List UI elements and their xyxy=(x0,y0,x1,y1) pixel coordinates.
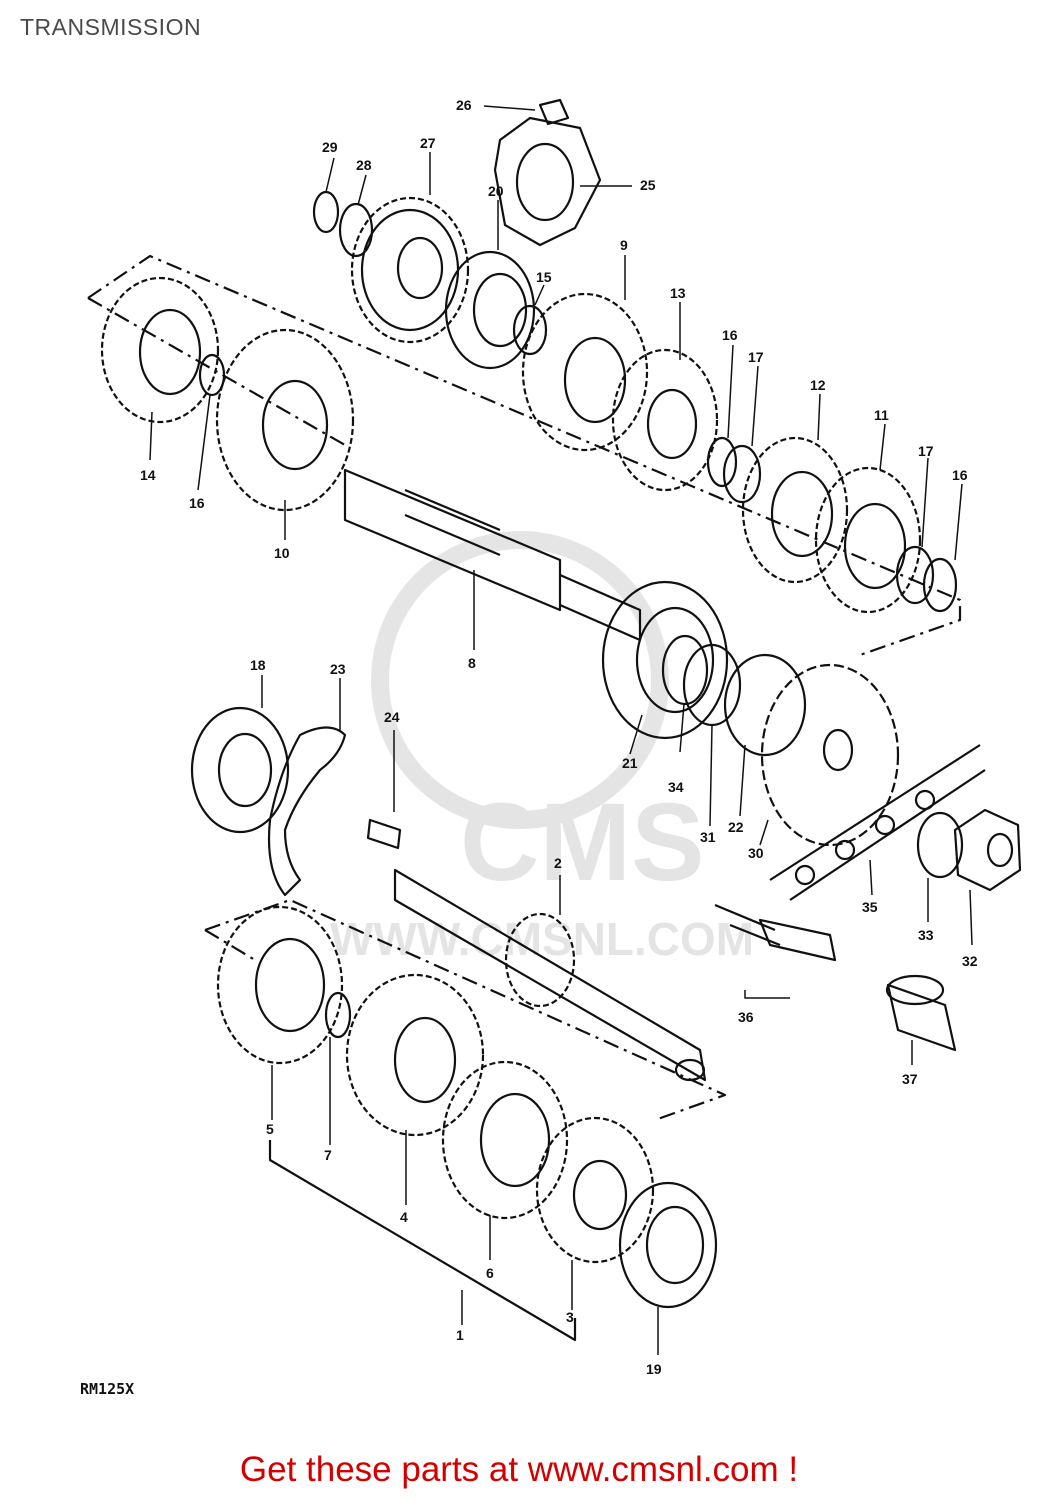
nut-32 xyxy=(953,808,1022,892)
gear-3 xyxy=(535,1116,655,1264)
bearing-21 xyxy=(601,580,729,740)
driveshaft-2 xyxy=(393,868,707,1082)
part-label-12: 12 xyxy=(810,377,826,393)
sprocket-30 xyxy=(760,663,900,847)
washer-17-upper xyxy=(722,444,762,504)
watermark-mascot-head xyxy=(371,531,669,829)
part-label-37: 37 xyxy=(902,1071,918,1087)
part-label-9: 9 xyxy=(620,237,628,253)
gear-2 xyxy=(504,912,576,1008)
part-label-16-a: 16 xyxy=(189,495,205,511)
part-label-10: 10 xyxy=(274,545,290,561)
part-label-7: 7 xyxy=(324,1147,332,1163)
part-label-28: 28 xyxy=(356,157,372,173)
gear-13 xyxy=(611,348,719,492)
gear-10 xyxy=(215,328,355,512)
part-label-18: 18 xyxy=(250,657,266,673)
lower-shaft-frame-left xyxy=(204,929,256,961)
gear-5 xyxy=(216,905,344,1065)
countershaft-8 xyxy=(343,468,642,642)
screw-24 xyxy=(366,818,402,850)
part-label-3: 3 xyxy=(566,1309,574,1325)
part-label-6: 6 xyxy=(486,1265,494,1281)
o-ring-34 xyxy=(661,634,709,706)
lower-shaft-frame xyxy=(204,898,727,1122)
circlip-16-upper xyxy=(706,436,738,488)
part-label-21: 21 xyxy=(622,755,638,771)
part-label-16-b: 16 xyxy=(722,327,738,343)
part-label-31: 31 xyxy=(700,829,716,845)
part-label-8: 8 xyxy=(468,655,476,671)
part-label-15: 15 xyxy=(536,269,552,285)
part-label-17-b: 17 xyxy=(918,443,934,459)
upper-shaft-frame-lower xyxy=(87,297,346,446)
gear-14 xyxy=(100,276,220,424)
part-labels: 1 2 3 4 5 6 7 8 9 10 11 12 13 14 15 16 1… xyxy=(140,97,978,1377)
bolt-26 xyxy=(538,98,570,126)
watermark: CMS WWW.CMSNL.COM xyxy=(330,531,754,965)
gear-6 xyxy=(441,1060,569,1220)
part-label-30: 30 xyxy=(748,845,764,861)
part-label-11: 11 xyxy=(874,407,889,423)
bearing-19 xyxy=(618,1181,718,1309)
part-label-34: 34 xyxy=(668,779,684,795)
bearing-18 xyxy=(190,706,290,834)
part-label-36: 36 xyxy=(738,1009,754,1025)
part-label-20: 20 xyxy=(488,183,504,199)
chain-joint-36 xyxy=(714,903,837,962)
part-label-16-c: 16 xyxy=(952,467,968,483)
part-label-23: 23 xyxy=(330,661,346,677)
circlip-16-left xyxy=(198,353,226,397)
lock-washer-33 xyxy=(916,811,964,879)
stopper-plate-23 xyxy=(267,726,347,897)
watermark-brand: CMS xyxy=(460,781,704,904)
part-label-17-a: 17 xyxy=(748,349,764,365)
spacer-15 xyxy=(512,304,548,356)
part-label-32: 32 xyxy=(962,953,978,969)
gear-12 xyxy=(741,436,849,584)
part-label-4: 4 xyxy=(400,1209,408,1225)
part-label-35: 35 xyxy=(862,899,878,915)
part-label-5: 5 xyxy=(266,1121,274,1137)
circlip-29 xyxy=(312,190,340,234)
washer-17-end xyxy=(895,545,935,605)
part-label-24: 24 xyxy=(384,709,400,725)
circlip-16-end xyxy=(922,557,958,613)
part-label-26: 26 xyxy=(456,97,472,113)
gear-4 xyxy=(345,973,485,1137)
part-label-14: 14 xyxy=(140,467,156,483)
cta-link[interactable]: Get these parts at www.cmsnl.com ! xyxy=(239,1450,799,1489)
leader-lines xyxy=(149,105,973,1355)
bearing-20 xyxy=(444,250,536,370)
part-label-27: 27 xyxy=(420,135,436,151)
model-code: RM125X xyxy=(80,1380,135,1398)
upper-shaft-frame xyxy=(87,254,962,657)
circlip-7 xyxy=(324,991,352,1039)
seal-22 xyxy=(723,653,807,757)
part-label-19: 19 xyxy=(646,1361,662,1377)
retainer-plate-25 xyxy=(493,116,602,247)
gear-set-1-bracket xyxy=(268,1140,577,1342)
part-label-22: 22 xyxy=(728,819,744,835)
gear-11 xyxy=(814,466,922,614)
part-label-1: 1 xyxy=(456,1327,464,1343)
part-label-29: 29 xyxy=(322,139,338,155)
part-label-25: 25 xyxy=(640,177,656,193)
washer-28 xyxy=(338,202,374,258)
gear-27 xyxy=(350,196,470,344)
part-label-2: 2 xyxy=(554,855,562,871)
gear-9 xyxy=(521,292,649,452)
part-label-13: 13 xyxy=(670,285,686,301)
spacer-37 xyxy=(885,974,957,1052)
page-title: TRANSMISSION xyxy=(20,14,202,40)
part-label-33: 33 xyxy=(918,927,934,943)
chain-35 xyxy=(769,744,986,901)
